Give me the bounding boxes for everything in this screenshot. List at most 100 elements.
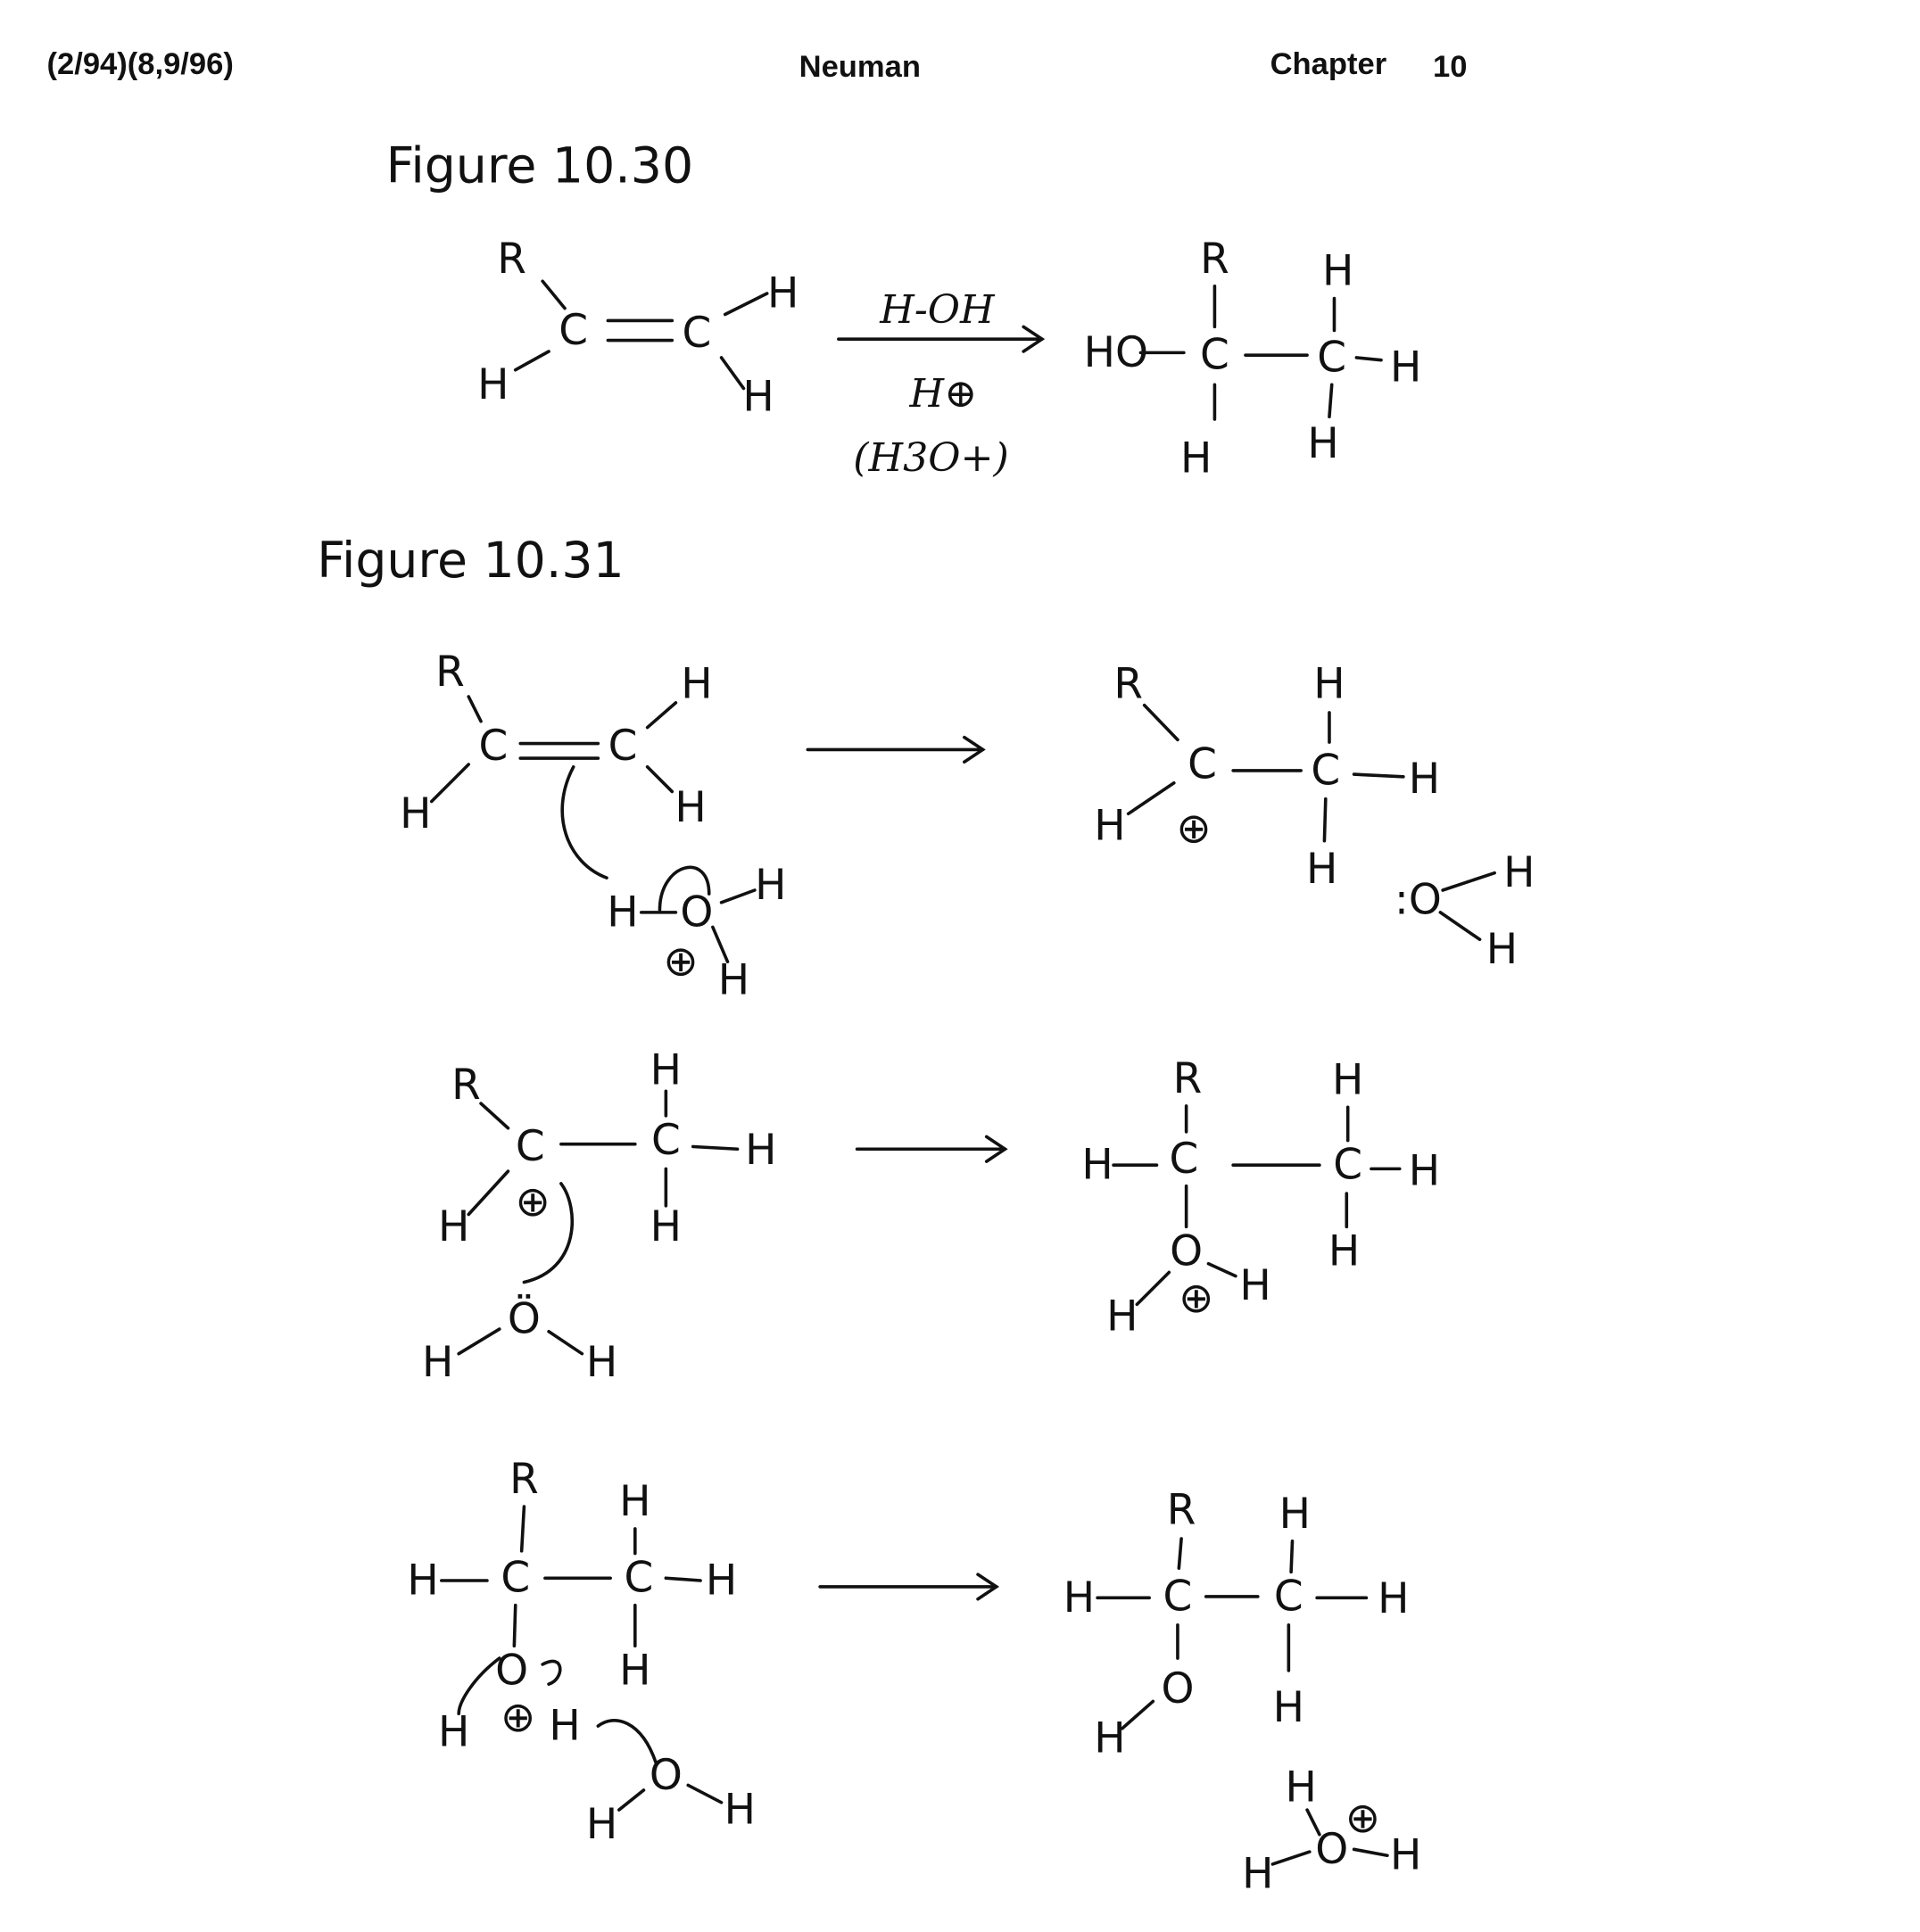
bond-line <box>1354 356 1383 362</box>
r2-water-atom: H <box>422 1338 453 1387</box>
r2-right-atom: H <box>1328 1226 1360 1276</box>
r1-water-atom: H <box>1486 925 1518 974</box>
r1-right-atom: R <box>1113 660 1143 709</box>
bond-line <box>1322 797 1328 843</box>
r3-right-atom: H <box>1279 1490 1311 1539</box>
r3-left-atom: O <box>495 1646 528 1695</box>
bond-line <box>686 1783 724 1804</box>
curved-arrow-icon <box>560 764 608 879</box>
r1-water-atom: H <box>1503 848 1535 897</box>
r1-water-atom: :O <box>1394 876 1442 925</box>
bond-line <box>1438 911 1482 942</box>
r3-left-atom: H <box>407 1556 438 1605</box>
bond-line <box>664 1576 702 1582</box>
header-chapter-label: Chapter <box>1270 47 1387 81</box>
r1-right-atom: ⊕ <box>1176 804 1211 853</box>
r1-right-atom: H <box>1094 802 1125 851</box>
f30-product-atom: C <box>1317 333 1346 382</box>
bond-line <box>723 292 769 317</box>
bond-line <box>512 1603 517 1648</box>
f30-reactant-atom: H <box>767 269 799 318</box>
r2-right-atom: H <box>1081 1141 1113 1190</box>
r3-right-atom: R <box>1167 1486 1196 1535</box>
f30-product-atom: H <box>1390 343 1421 392</box>
r2-right-atom: H <box>1332 1055 1363 1104</box>
bond-line <box>1126 780 1176 816</box>
reagent-water: H-OH <box>879 287 996 333</box>
curved-arrow-icon <box>596 1719 658 1765</box>
f30-reactant-atom: C <box>683 309 712 358</box>
bond-line <box>479 1102 510 1130</box>
r3-hydronium-atom: H <box>1390 1831 1421 1880</box>
r3-water-atom: H <box>586 1800 617 1849</box>
arrow-head-icon <box>976 1573 1000 1601</box>
arrow-head-icon <box>984 1135 1008 1163</box>
bond-line <box>1177 1537 1183 1570</box>
r1-left-atom: R <box>435 648 465 697</box>
f30-product-atom: R <box>1200 235 1229 284</box>
r2-left-atom: H <box>650 1045 682 1094</box>
r1-left-atom: H <box>681 660 712 709</box>
r2-right-atom: H <box>1239 1261 1270 1310</box>
r1-hydronium-atom: H <box>607 888 638 937</box>
reagent-acid: H⊕ <box>909 371 978 417</box>
r1-right-atom: C <box>1311 746 1340 795</box>
r2-right-atom: C <box>1333 1141 1362 1190</box>
curved-arrow-icon <box>541 1659 562 1686</box>
f30-product-atom: H <box>1180 434 1212 483</box>
curved-arrow-icon <box>658 865 711 912</box>
bond-line <box>1289 1539 1295 1574</box>
bond-line <box>1352 1847 1389 1858</box>
reagent-hydronium: (H3O+) <box>853 435 1009 481</box>
r2-left-atom: C <box>651 1116 681 1165</box>
r2-left-atom: C <box>516 1122 545 1171</box>
r3-left-atom: H <box>438 1708 469 1757</box>
r2-left-atom: R <box>451 1061 481 1110</box>
f30-reactant-atom: C <box>559 306 588 355</box>
header-chapter-number: 10 <box>1433 50 1467 84</box>
header-date: (2/94)(8,9/96) <box>47 47 234 81</box>
r1-right-atom: H <box>1409 755 1440 804</box>
r2-right-atom: ⊕ <box>1179 1274 1213 1323</box>
r1-left-atom: H <box>674 783 706 832</box>
r2-left-atom: H <box>745 1126 776 1175</box>
r2-right-atom: R <box>1173 1054 1203 1103</box>
r3-left-atom: C <box>501 1554 530 1603</box>
r1-hydronium-atom: H <box>718 955 749 1004</box>
bond-line <box>719 888 757 904</box>
bond-line <box>1270 1850 1312 1866</box>
r3-right-atom: O <box>1161 1664 1194 1713</box>
bond-line <box>711 925 730 963</box>
r2-water-atom: Ö <box>508 1294 541 1343</box>
figure-10-31-title: Figure 10.31 <box>317 533 625 590</box>
r2-left-atom: H <box>438 1202 469 1251</box>
bond-line <box>719 356 746 391</box>
r3-right-atom: C <box>1274 1572 1303 1621</box>
figure-10-30-title: Figure 10.30 <box>386 138 694 195</box>
r1-right-atom: C <box>1188 740 1217 789</box>
bond-line <box>617 1788 646 1812</box>
bond-line <box>547 1330 584 1356</box>
r1-right-atom: H <box>1313 660 1345 709</box>
f30-product-atom: H <box>1307 419 1338 468</box>
r3-hydronium-atom: ⊕ <box>1345 1794 1380 1843</box>
f30-reactant-atom: R <box>497 235 526 284</box>
r3-left-atom: H <box>549 1702 580 1751</box>
r1-hydronium-atom: O <box>680 888 713 937</box>
f30-reactant-atom: H <box>742 373 774 422</box>
r3-hydronium-atom: H <box>1285 1763 1316 1812</box>
bond-line <box>1120 1699 1155 1730</box>
header-author: Neuman <box>799 50 921 84</box>
f30-product-atom: HO <box>1084 328 1148 377</box>
r2-right-atom: H <box>1409 1147 1440 1196</box>
r2-right-atom: O <box>1170 1226 1203 1276</box>
bond-line <box>645 701 678 730</box>
bond-line <box>1135 1270 1171 1307</box>
r1-hydronium-atom: H <box>755 861 786 910</box>
bond-line <box>467 1169 510 1217</box>
r1-hydronium-atom: ⊕ <box>663 937 698 987</box>
r2-right-atom: C <box>1169 1135 1198 1184</box>
r3-left-atom: R <box>509 1455 539 1504</box>
bond-line <box>1305 1808 1321 1837</box>
